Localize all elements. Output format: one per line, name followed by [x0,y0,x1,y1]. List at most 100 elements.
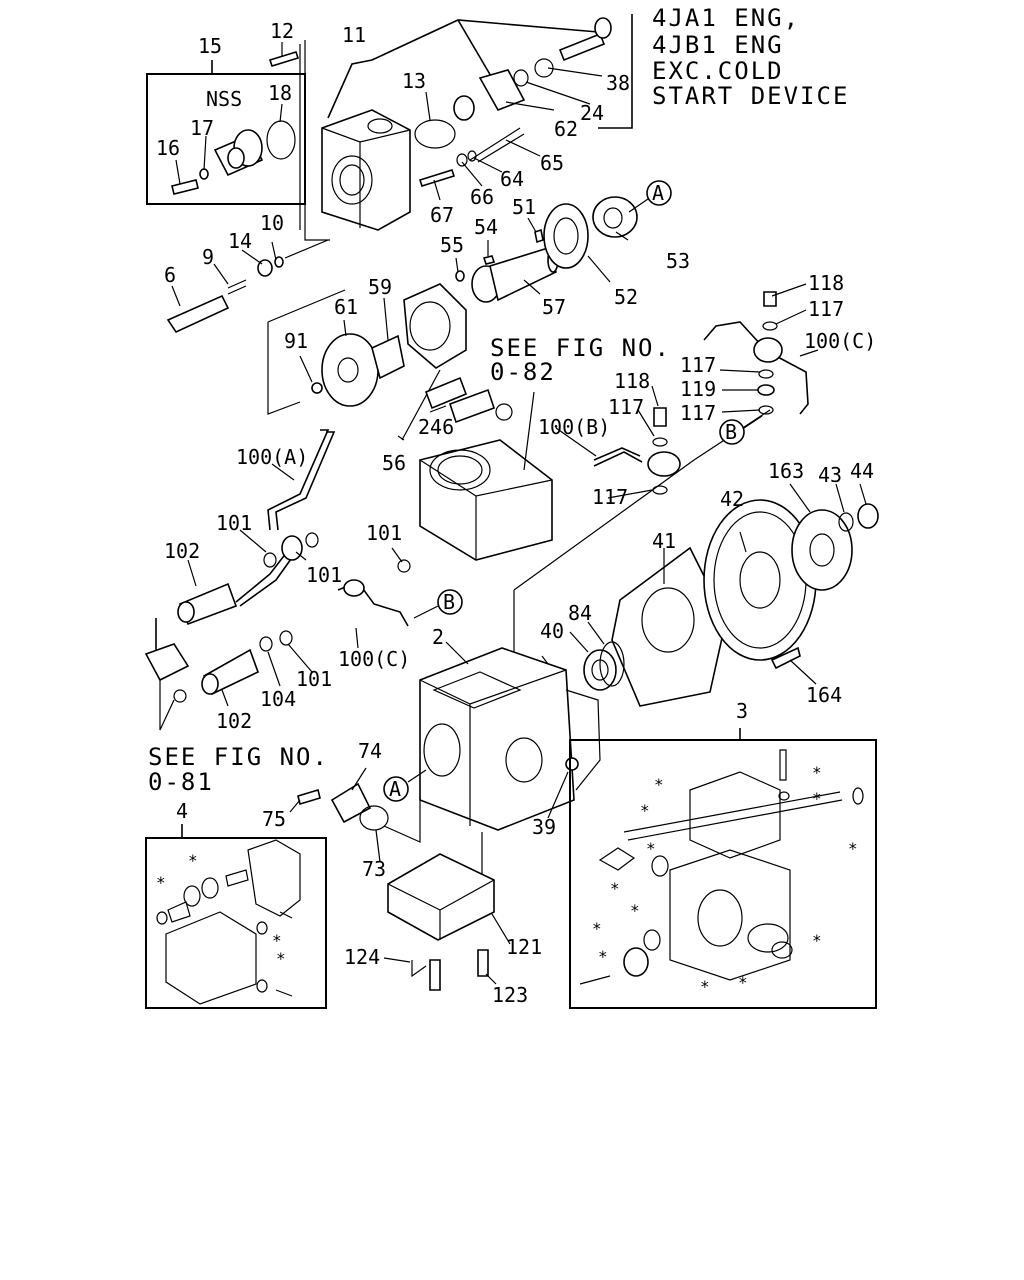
label-164: 164 [806,683,842,707]
label-117e: 117 [592,485,628,509]
marker-a-top: A [646,180,672,206]
label-117b: 117 [680,353,716,377]
label-41: 41 [652,529,676,553]
label-16: 16 [156,136,180,160]
svg-text:*: * [272,931,282,950]
bracket-121 [387,853,495,941]
svg-text:*: * [646,839,656,858]
drive-gear-52 [543,203,589,269]
label-67: 67 [430,203,454,227]
cover-41 [611,546,727,707]
label-6: 6 [164,263,176,287]
label-44: 44 [850,459,874,483]
label-117d: 117 [608,395,644,419]
svg-text:*: * [812,763,822,782]
label-100b: 100(B) [538,415,610,439]
part-labels: 15 12 11 18 17 16 13 38 24 62 65 64 66 6… [156,19,876,1007]
label-100c-top: 100(C) [804,329,876,353]
marker-b-right: B [719,419,745,445]
label-13: 13 [402,69,426,93]
header-bracket [598,14,633,129]
nss-label: NSS [206,87,242,111]
label-53: 53 [666,249,690,273]
washer-91 [311,382,323,394]
plate-53 [592,196,638,238]
label-246: 246 [418,415,454,439]
label-2: 2 [432,625,444,649]
label-24: 24 [580,101,604,125]
o-ring-73 [359,805,389,831]
label-64: 64 [500,167,524,191]
label-61: 61 [334,295,358,319]
kit-4-contents [156,839,301,1005]
plug-39 [565,757,579,771]
label-10: 10 [260,211,284,235]
bracket-62 [478,69,526,111]
header-line-4: START DEVICE [652,82,849,110]
svg-text:*: * [276,949,286,968]
pipe-100b [593,447,641,461]
header-line-1: 4JA1 ENG, [652,4,800,32]
rotor-59 [371,334,405,380]
fitting-101 [281,535,303,561]
group-box-3 [569,739,877,1009]
label-65: 65 [540,151,564,175]
label-100c-low: 100(C) [338,647,410,671]
pump-head-housing [321,109,411,231]
feed-pump-cover-61 [321,333,379,407]
key-51 [534,228,544,244]
label-3: 3 [736,699,748,723]
label-74: 74 [358,739,382,763]
label-102a: 102 [164,539,200,563]
kit-3-contents [579,749,864,985]
label-62: 62 [554,117,578,141]
label-40: 40 [540,619,564,643]
label-43: 43 [818,463,842,487]
header-line-3: EXC.COLD [652,57,784,85]
kit-4-asterisks: * * * * [156,851,286,968]
sleeve [453,95,475,121]
svg-text:*: * [738,973,748,992]
pipe-100c-top [703,321,763,347]
label-75: 75 [262,807,286,831]
bolt-67 [418,169,456,187]
label-84: 84 [568,601,592,625]
label-54: 54 [474,215,498,239]
svg-text:*: * [848,839,858,858]
label-119: 119 [680,377,716,401]
bolt-124 [429,959,441,991]
svg-text:*: * [610,879,620,898]
bolt-12 [268,51,300,67]
label-57: 57 [542,295,566,319]
bolt-164 [770,646,801,670]
svg-text:*: * [812,789,822,808]
marker-a-bottom: A [383,776,409,802]
label-66: 66 [470,185,494,209]
see-fig-082-line1: SEE FIG NO. [490,334,671,362]
bolt-123 [477,949,489,977]
label-11: 11 [342,23,366,47]
label-101a: 101 [216,511,252,535]
label-117c: 117 [680,401,716,425]
washer-10 [274,256,284,268]
nut-44 [857,503,879,529]
piston-246a [424,376,468,410]
svg-text:*: * [640,801,650,820]
cover-74 [330,782,372,824]
svg-text:*: * [156,873,166,892]
marker-b-left: B [437,589,463,615]
label-118b: 118 [614,369,650,393]
label-117a: 117 [808,297,844,321]
timer-gear-42 [703,499,817,661]
label-56: 56 [382,451,406,475]
bolt-118a [763,291,777,307]
label-51: 51 [512,195,536,219]
pipe-100a [267,429,330,531]
label-101b: 101 [306,563,342,587]
see-fig-082-line2: 0-82 [490,358,556,386]
label-15: 15 [198,34,222,58]
distributor-housing [419,439,553,561]
label-163: 163 [768,459,804,483]
label-104: 104 [260,687,296,711]
